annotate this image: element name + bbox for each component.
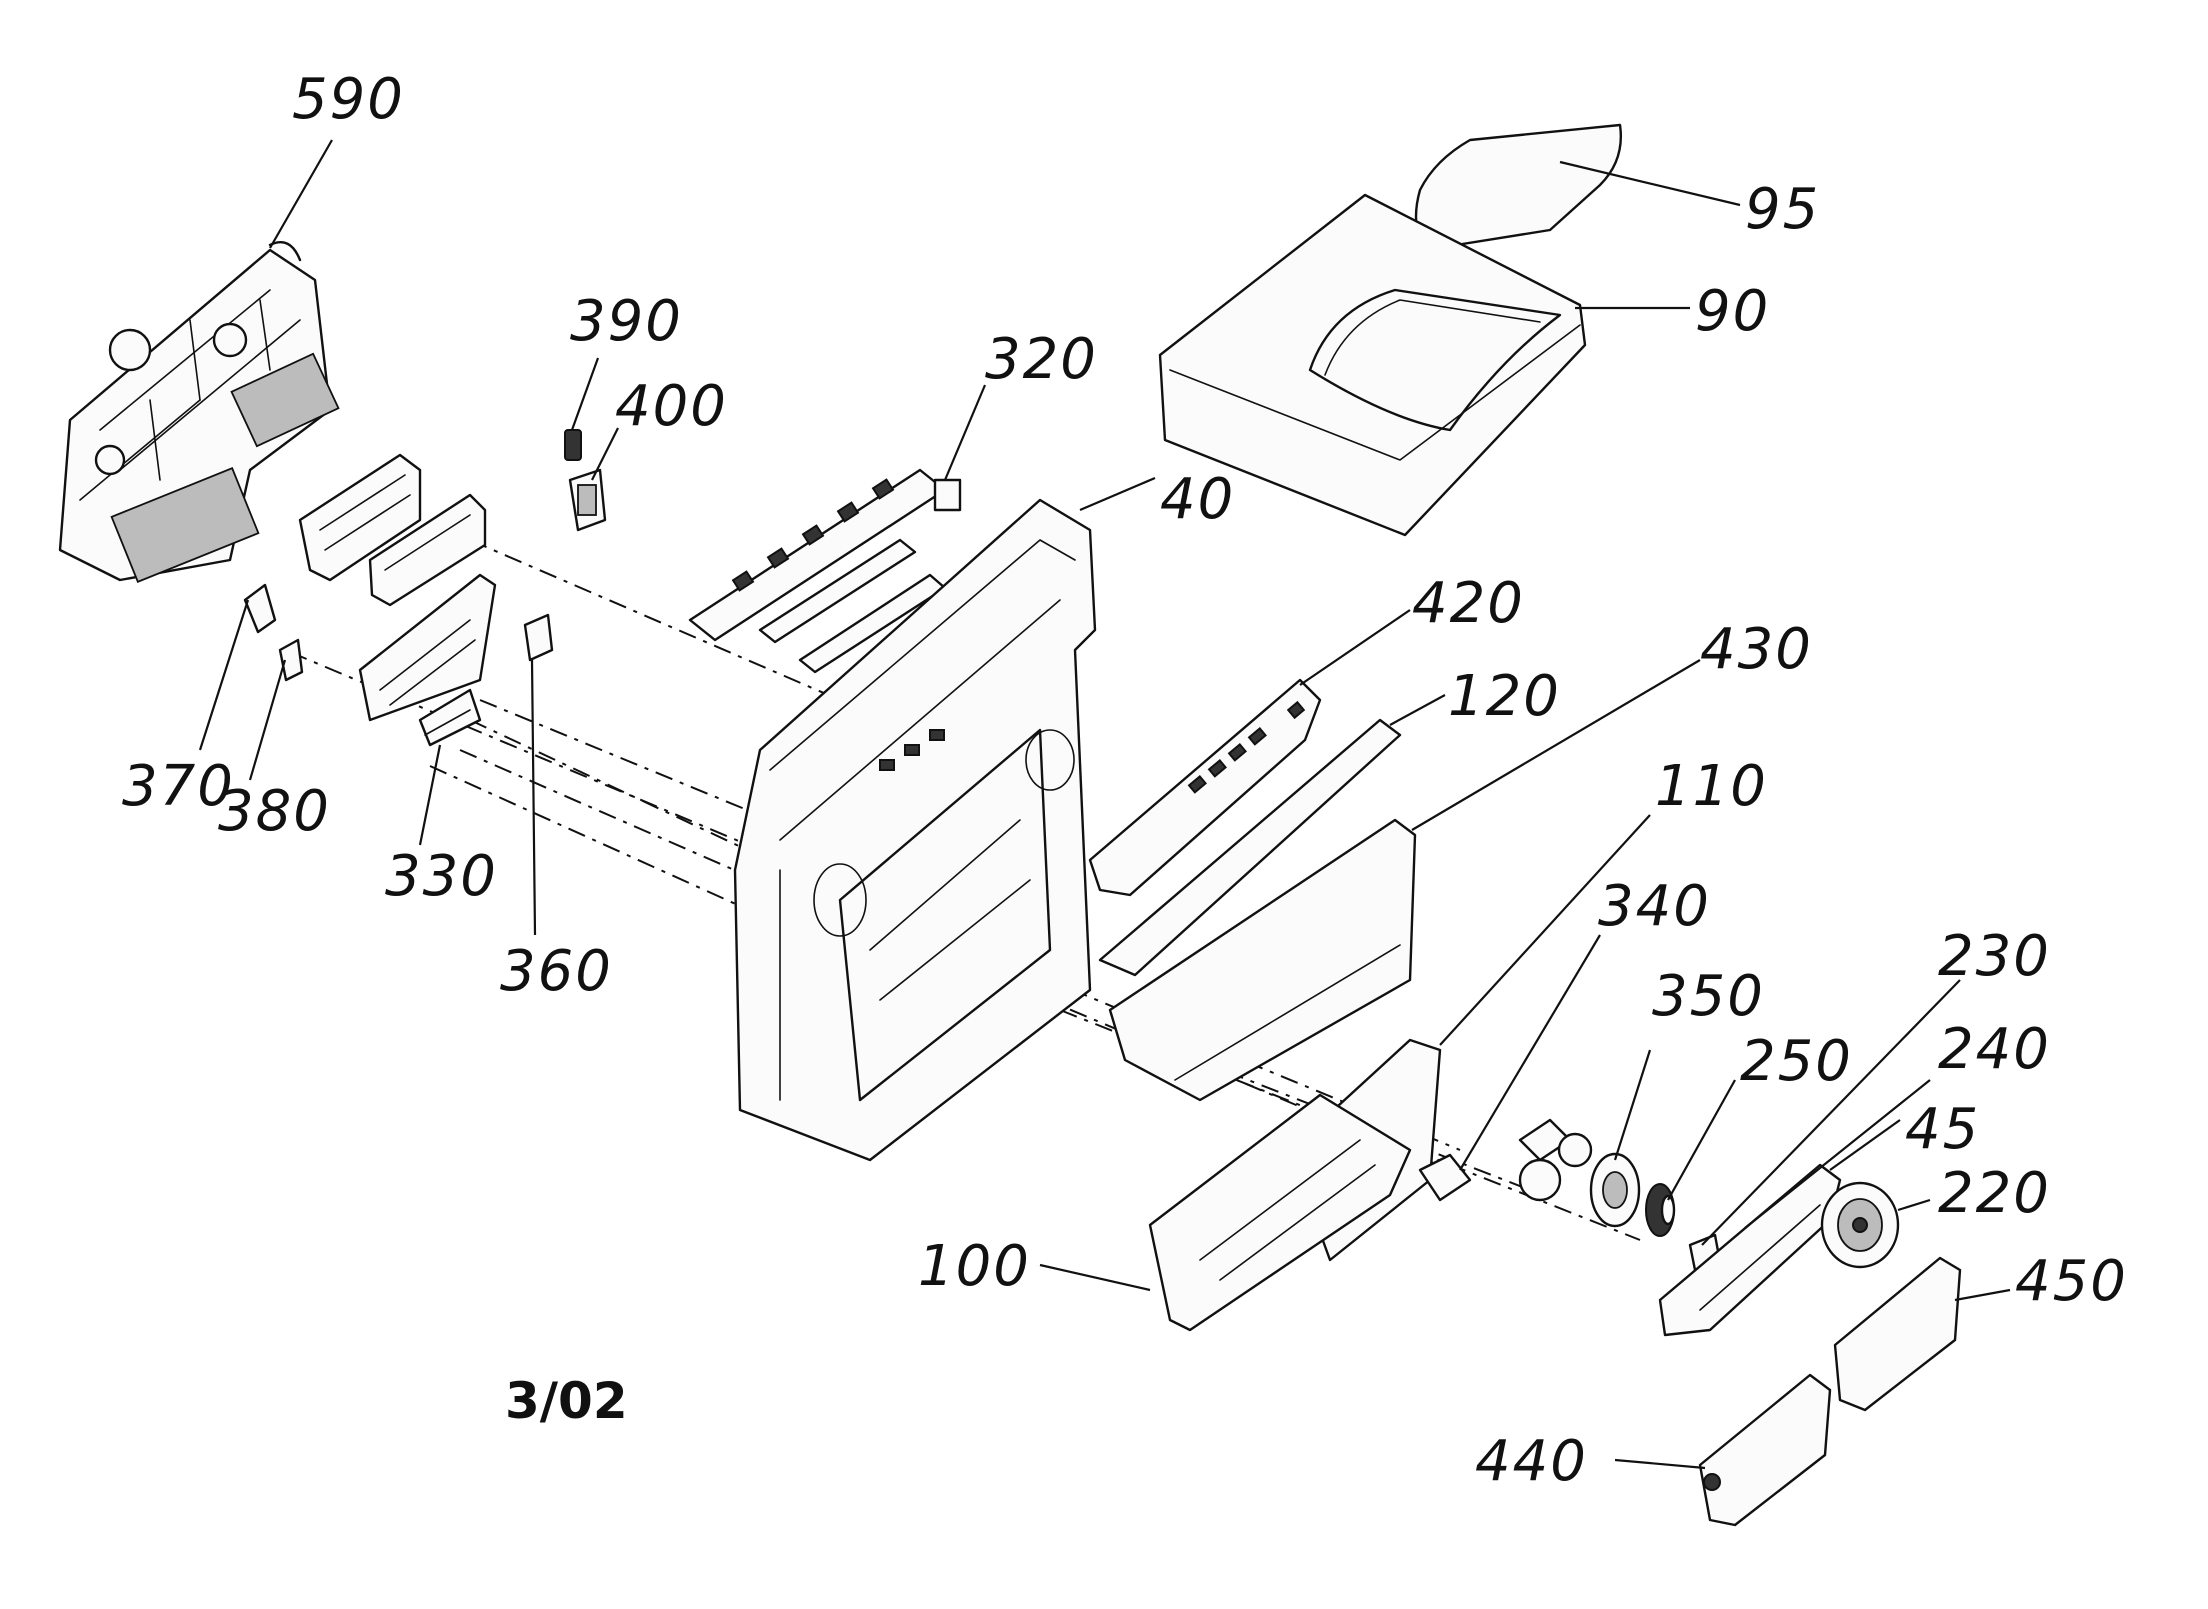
part-330-board: [358, 573, 497, 747]
part-360-connector: [523, 613, 554, 662]
callout-240: 240: [1938, 1017, 2051, 1082]
callout-340: 340: [1598, 874, 1711, 939]
part-350-250-wheels: [1589, 1152, 1676, 1237]
callout-45: 45: [1905, 1097, 1980, 1162]
part-590-mechanism: [58, 240, 340, 583]
part-100-front-base: [1148, 1093, 1412, 1332]
callout-320: 320: [985, 327, 1098, 392]
part-display-panels: [298, 453, 487, 607]
part-390-400-switches: [564, 429, 607, 532]
callout-440: 440: [1475, 1429, 1588, 1494]
callout-360: 360: [500, 939, 613, 1004]
part-450-grille: [1833, 1256, 1962, 1412]
callout-450: 450: [2015, 1249, 2128, 1314]
callout-380: 380: [218, 779, 331, 844]
callout-430: 430: [1700, 617, 1813, 682]
callout-390: 390: [570, 289, 683, 354]
callout-labels: 590 95 90 390 400 320 40 420 120 430 110…: [122, 67, 2128, 1494]
callout-400: 400: [615, 374, 728, 439]
part-420-control-panel: [1088, 678, 1322, 897]
callout-40: 40: [1160, 467, 1235, 532]
part-340-gear: [1418, 1118, 1593, 1202]
leader-lines: [198, 139, 2011, 1470]
part-320-button-strip: [688, 468, 962, 674]
callout-590: 590: [292, 67, 405, 132]
callout-90: 90: [1695, 279, 1770, 344]
callout-95: 95: [1745, 177, 1820, 242]
callout-370: 370: [122, 754, 235, 819]
callout-100: 100: [918, 1234, 1031, 1299]
callout-110: 110: [1655, 754, 1768, 819]
part-90-top-cover: [1158, 193, 1587, 537]
part-95-window: [1414, 123, 1622, 252]
part-220-knob: [1820, 1181, 1900, 1269]
part-440-grille: [1698, 1373, 1832, 1527]
callout-120: 120: [1448, 664, 1561, 729]
callout-350: 350: [1652, 964, 1765, 1029]
part-40-main-housing: [733, 498, 1097, 1162]
callout-330: 330: [385, 844, 498, 909]
part-370-380-clips: [243, 583, 304, 682]
callout-220: 220: [1938, 1161, 2051, 1226]
callout-420: 420: [1412, 571, 1525, 636]
part-230-240-45-bracket: [1658, 1163, 1842, 1337]
sheet-number-label: 3/02: [505, 1372, 628, 1430]
callout-230: 230: [1938, 924, 2051, 989]
callout-250: 250: [1740, 1029, 1853, 1094]
part-430-lower-panel: [1108, 818, 1417, 1102]
part-120-trim: [1098, 718, 1402, 977]
